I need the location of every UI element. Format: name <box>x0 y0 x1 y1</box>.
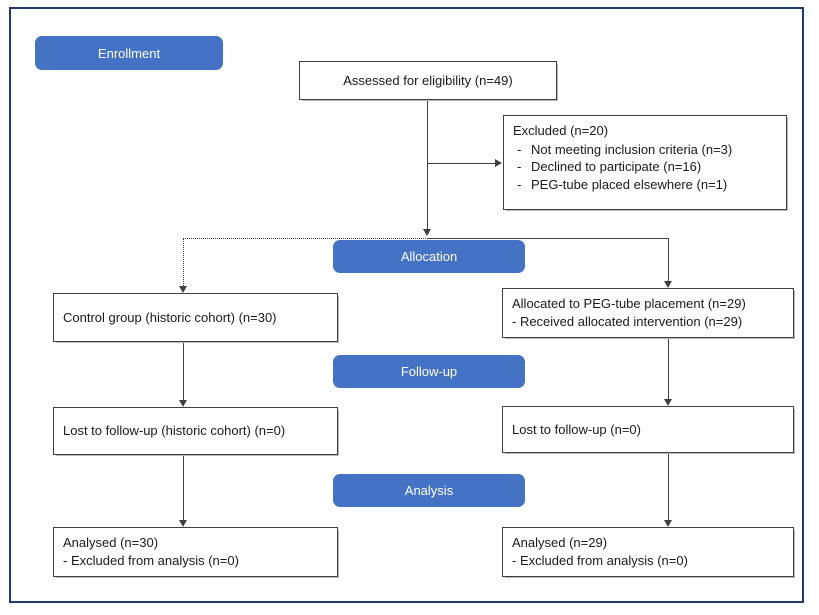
connector-allocated-to-lost <box>668 338 669 399</box>
connector-assessed-down <box>427 100 428 229</box>
box-excluded: Excluded (n=20) - Not meeting inclusion … <box>503 115 787 210</box>
figure-border <box>9 7 804 603</box>
stage-label-allocation: Allocation <box>400 249 458 264</box>
arrowhead-analysed-control <box>179 520 187 527</box>
stage-label-enrollment: Enrollment <box>97 45 161 61</box>
box-analysed-intervention-line-1: Analysed (n=29) <box>512 535 608 551</box>
stage-badge-allocation: Allocation <box>333 240 525 273</box>
stage-badge-follow-up: Follow-up <box>333 355 525 388</box>
box-assessed-text: Assessed for eligibility (n=49) <box>343 72 513 88</box>
box-assessed: Assessed for eligibility (n=49) <box>299 61 557 100</box>
box-lost-intervention: Lost to follow-up (n=0) <box>502 406 794 453</box>
excluded-item-text: Declined to participate (n=16) <box>531 159 702 175</box>
excluded-item: - PEG-tube placed elsewhere (n=1) <box>513 176 777 194</box>
excluded-item: - Not meeting inclusion criteria (n=3) <box>513 141 777 159</box>
connector-to-excluded <box>428 163 495 164</box>
box-allocated-line-2: - Received allocated intervention (n=29) <box>512 314 743 329</box>
connector-lost-to-analysed-right <box>668 453 669 520</box>
box-allocated: Allocated to PEG-tube placement (n=29) -… <box>502 288 794 338</box>
bullet-dash: - <box>517 176 522 192</box>
box-control-group: Control group (historic cohort) (n=30) <box>53 293 338 342</box>
arrowhead-lost-control <box>179 400 187 407</box>
box-analysed-intervention-line-2: - Excluded from analysis (n=0) <box>512 553 688 568</box>
connector-split-right <box>428 238 668 239</box>
connector-down-allocated <box>668 238 669 281</box>
excluded-item: - Declined to participate (n=16) <box>513 158 777 176</box>
box-analysed-control: Analysed (n=30) - Excluded from analysis… <box>53 527 338 577</box>
arrowhead-control <box>179 286 187 293</box>
excluded-item-text: PEG-tube placed elsewhere (n=1) <box>531 176 728 192</box>
connector-split-left-dotted <box>183 238 428 239</box>
box-excluded-title: Excluded (n=20) <box>513 123 609 138</box>
arrowhead-analysed-intervention <box>664 520 672 527</box>
excluded-item-text: Not meeting inclusion criteria (n=3) <box>531 141 733 157</box>
stage-label-analysis: Analysis <box>404 483 454 498</box>
box-analysed-control-line-1: Analysed (n=30) <box>63 535 159 551</box>
stage-badge-enrollment: Enrollment <box>35 36 223 70</box>
stage-badge-analysis: Analysis <box>333 474 525 507</box>
arrowhead-to-excluded <box>495 159 502 167</box>
box-analysed-intervention: Analysed (n=29) - Excluded from analysis… <box>502 527 794 577</box>
connector-lost-to-analysed-left <box>183 455 184 520</box>
box-lost-intervention-line: Lost to follow-up (n=0) <box>512 421 641 437</box>
box-control-line: Control group (historic cohort) (n=30) <box>63 309 277 325</box>
arrowhead-allocated <box>664 281 672 288</box>
stage-label-follow-up: Follow-up <box>400 364 458 379</box>
box-allocated-line-1: Allocated to PEG-tube placement (n=29) <box>512 296 746 312</box>
box-lost-control-line: Lost to follow-up (historic cohort) (n=0… <box>63 423 286 439</box>
connector-control-to-lost <box>183 342 184 400</box>
box-analysed-control-line-2: - Excluded from analysis (n=0) <box>63 553 239 568</box>
bullet-dash: - <box>517 159 522 175</box>
box-lost-control: Lost to follow-up (historic cohort) (n=0… <box>53 407 338 455</box>
arrowhead-assessed-down <box>423 229 431 236</box>
bullet-dash: - <box>517 141 522 157</box>
arrowhead-lost-intervention <box>664 399 672 406</box>
connector-down-control-dotted <box>183 238 184 286</box>
